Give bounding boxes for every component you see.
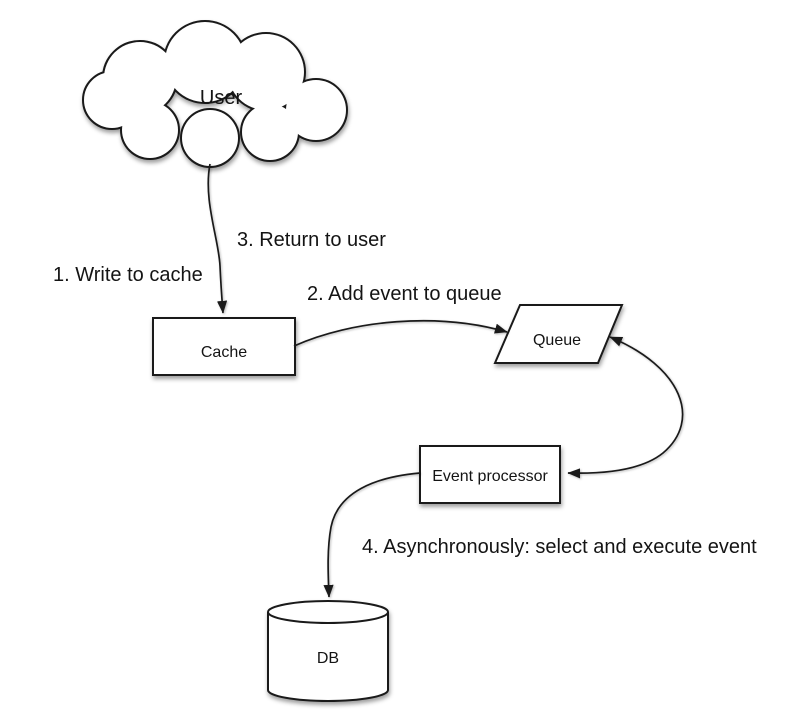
db-cylinder-body bbox=[267, 612, 389, 702]
step2-add-event-to-queue-label: 2. Add event to queue bbox=[307, 283, 502, 305]
queue-label: Queue bbox=[533, 332, 581, 349]
cloud-shape-fill bbox=[84, 22, 346, 166]
cache-box bbox=[152, 317, 296, 376]
step1-write-to-cache-label: 1. Write to cache bbox=[53, 264, 203, 286]
user-label: User bbox=[200, 87, 243, 109]
step4-async-select-execute-label: 4. Asynchronously: select and execute ev… bbox=[362, 536, 757, 558]
step3-return-to-user-label: 3. Return to user bbox=[237, 229, 386, 251]
edge-user-to-cache bbox=[207, 163, 228, 314]
db-label: DB bbox=[317, 650, 339, 667]
event-processor-label: Event processor bbox=[432, 468, 548, 485]
edge-cache-to-queue bbox=[293, 319, 508, 347]
edge-event-processor-to-db bbox=[323, 472, 421, 598]
db-cylinder-top bbox=[267, 600, 389, 624]
edge-queue-event-processor-bidirectional bbox=[567, 336, 684, 479]
db-cylinder bbox=[267, 600, 389, 702]
event-processor-box bbox=[419, 445, 561, 504]
cache-label: Cache bbox=[201, 344, 247, 361]
user-cloud-node bbox=[82, 20, 348, 168]
